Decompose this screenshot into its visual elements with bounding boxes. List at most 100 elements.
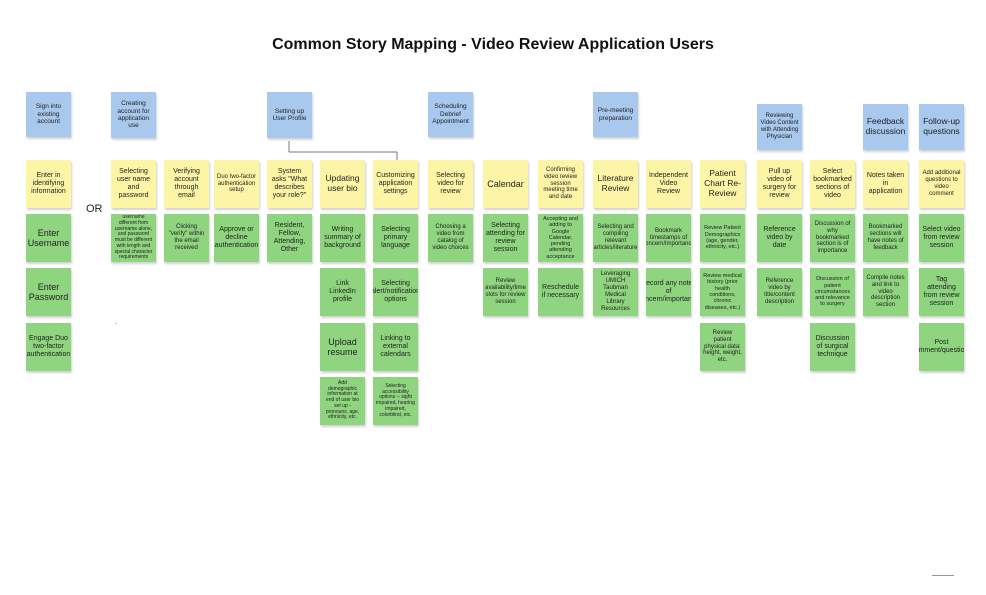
task-note-0-1[interactable]: Enter Password <box>26 268 71 316</box>
activity-header-7[interactable]: Scheduling Debrief Appointment <box>428 92 473 137</box>
task-note-16-1[interactable]: Tag attending from review session <box>919 268 964 316</box>
task-note-0-0[interactable]: Enter Username <box>26 214 71 262</box>
task-note-15-0[interactable]: Bookmarked sections will have notes of f… <box>863 214 908 262</box>
step-note-7-label: Selecting video for review <box>436 171 465 196</box>
activity-header-13[interactable]: Reviewing Video Content with Attending P… <box>757 104 802 150</box>
task-note-8-0-label: Selecting attending for review session <box>486 221 525 254</box>
activity-header-15[interactable]: Feedback discussion <box>863 104 908 150</box>
task-note-6-0[interactable]: Selecting primary language <box>373 214 418 262</box>
task-note-13-1[interactable]: Reference video by title/content descrip… <box>757 268 802 316</box>
task-note-16-1-label: Tag attending from review session <box>923 275 960 308</box>
activity-header-16[interactable]: Follow-up questions <box>919 104 964 150</box>
step-note-12[interactable]: Patient Chart Re-Review <box>700 160 745 208</box>
task-note-0-0-label: Enter Username <box>27 227 70 248</box>
task-note-1-0[interactable]: username different from username alone, … <box>111 214 156 262</box>
task-note-12-2[interactable]: Review patient physical data: height, we… <box>700 323 745 371</box>
task-note-12-0[interactable]: Review Patient Demographics (age, gender… <box>700 214 745 262</box>
step-note-14[interactable]: Select bookmarked sections of video <box>810 160 855 208</box>
step-note-4[interactable]: System asks "What describes your role?" <box>267 160 312 208</box>
task-note-2-0[interactable]: Clicking "verify" within the email recei… <box>164 214 209 262</box>
task-note-16-2[interactable]: Post comment/questions <box>919 323 964 371</box>
step-note-3[interactable]: Duo two-factor authentication setup <box>214 160 259 208</box>
activity-header-13-label: Reviewing Video Content with Attending P… <box>760 113 799 140</box>
task-note-14-0[interactable]: Discussion of why bookmarked section is … <box>810 214 855 262</box>
task-note-7-0[interactable]: Choosing a video from catalog of video c… <box>428 214 473 262</box>
task-note-11-1[interactable]: Record any notes of concern/importance <box>646 268 691 316</box>
task-note-16-0-label: Select video from review session <box>922 225 961 250</box>
task-note-1-0-label: username different from username alone, … <box>114 214 153 261</box>
activity-header-1-label: Creating account for application use <box>117 100 150 130</box>
task-note-8-1[interactable]: Review availability/time slots for revie… <box>483 268 528 316</box>
task-note-13-0-label: Reference video by date <box>763 225 796 250</box>
task-note-5-1[interactable]: Link LinkedIn profile <box>320 268 365 316</box>
step-note-13[interactable]: Pull up video of surgery for review <box>757 160 802 208</box>
task-note-9-1-label: Reschedule if necessary <box>541 283 580 299</box>
task-note-6-1[interactable]: Selecting alert/notification options <box>373 268 418 316</box>
task-note-15-1[interactable]: Compile notes and link to video descript… <box>863 268 908 316</box>
step-note-16-label: Add additional questions to video commen… <box>922 170 961 197</box>
step-note-7[interactable]: Selecting video for review <box>428 160 473 208</box>
task-note-0-2[interactable]: Engage Duo two-factor authentication <box>26 323 71 371</box>
activity-header-4[interactable]: Setting up User Profile <box>267 92 312 138</box>
task-note-8-1-label: Review availability/time slots for revie… <box>485 278 526 305</box>
task-note-10-1[interactable]: Leveraging UMICH Taubman Medical Library… <box>593 268 638 316</box>
step-note-6[interactable]: Customizing application settings <box>373 160 418 208</box>
task-note-5-0[interactable]: Writing summary of background <box>320 214 365 262</box>
task-note-14-0-label: Discussion of why bookmarked section is … <box>814 220 851 255</box>
step-note-11[interactable]: Independent Video Review <box>646 160 691 208</box>
task-note-5-1-label: Link LinkedIn profile <box>329 279 356 304</box>
task-note-14-1-label: Discussion of patient circumstances and … <box>814 276 851 308</box>
step-note-3-label: Duo two-factor authentication setup <box>217 173 257 194</box>
task-note-16-2-label: Post comment/questions <box>919 338 964 354</box>
task-note-5-3-label: Add demographic information at end of us… <box>325 379 360 421</box>
task-note-12-1[interactable]: Review medical history (prior health con… <box>700 268 745 316</box>
step-note-16[interactable]: Add additional questions to video commen… <box>919 160 964 208</box>
task-note-6-3[interactable]: Selecting accessibility options -- sight… <box>373 377 418 425</box>
task-note-11-1-label: Record any notes of concern/importance <box>646 279 691 304</box>
step-note-1-label: Selecting user name and password <box>116 167 151 200</box>
task-note-6-1-label: Selecting alert/notification options <box>373 279 418 304</box>
task-note-0-2-label: Engage Duo two-factor authentication <box>26 334 71 359</box>
step-note-1[interactable]: Selecting user name and password <box>111 160 156 208</box>
task-note-3-0[interactable]: Approve or decline authentication <box>214 214 259 262</box>
task-note-10-0[interactable]: Selecting and compiling relevant article… <box>593 214 638 262</box>
task-note-8-0[interactable]: Selecting attending for review session <box>483 214 528 262</box>
task-note-4-0[interactable]: Resident, Fellow, Attending, Other <box>267 214 312 262</box>
task-note-14-1[interactable]: Discussion of patient circumstances and … <box>810 268 855 316</box>
step-note-8[interactable]: Calendar <box>483 160 528 208</box>
step-note-9[interactable]: Confirming video review session meeting … <box>538 160 583 208</box>
step-note-10[interactable]: Literature Review <box>593 160 638 208</box>
activity-header-0[interactable]: Sign into existing account <box>26 92 71 137</box>
task-note-13-0[interactable]: Reference video by date <box>757 214 802 262</box>
task-note-9-1[interactable]: Reschedule if necessary <box>538 268 583 316</box>
step-note-2[interactable]: Verifying account through email <box>164 160 209 208</box>
task-note-15-1-label: Compile notes and link to video descript… <box>866 274 905 309</box>
activity-header-1[interactable]: Creating account for application use <box>111 92 156 138</box>
task-note-5-3[interactable]: Add demographic information at end of us… <box>320 377 365 425</box>
footer-line <box>932 575 954 576</box>
task-note-7-0-label: Choosing a video from catalog of video c… <box>432 224 469 251</box>
task-note-6-2[interactable]: Linking to external calendars <box>373 323 418 371</box>
step-note-15-label: Notes taken in application <box>866 171 905 196</box>
task-note-11-0[interactable]: Bookmark timestamps of concern/importanc… <box>646 214 691 262</box>
step-note-8-label: Calendar <box>487 178 524 189</box>
step-note-9-label: Confirming video review session meeting … <box>543 166 578 201</box>
activity-header-15-label: Feedback discussion <box>865 116 906 136</box>
task-note-14-2[interactable]: Discussion of surgical technique <box>810 323 855 371</box>
step-note-10-label: Literature Review <box>597 173 634 193</box>
task-note-9-0[interactable]: Accepting and adding to Google Calendar,… <box>538 214 583 262</box>
task-note-6-3-label: Selecting accessibility options -- sight… <box>376 382 415 418</box>
task-note-9-0-label: Accepting and adding to Google Calendar,… <box>543 215 578 260</box>
task-note-5-2-label: Upload resume <box>327 336 358 357</box>
task-note-16-0[interactable]: Select video from review session <box>919 214 964 262</box>
step-note-0[interactable]: Enter in identifying information <box>26 160 71 208</box>
task-note-15-0-label: Bookmarked sections will have notes of f… <box>867 224 904 251</box>
step-note-15[interactable]: Notes taken in application <box>863 160 908 208</box>
activity-header-0-label: Sign into existing account <box>35 103 62 126</box>
activity-header-10[interactable]: Pre-meeting preparation <box>593 92 638 137</box>
step-note-5[interactable]: Updating user bio <box>320 160 365 208</box>
task-note-4-0-label: Resident, Fellow, Attending, Other <box>273 221 306 254</box>
task-note-5-2[interactable]: Upload resume <box>320 323 365 371</box>
task-note-2-0-label: Clicking "verify" within the email recei… <box>168 224 205 251</box>
